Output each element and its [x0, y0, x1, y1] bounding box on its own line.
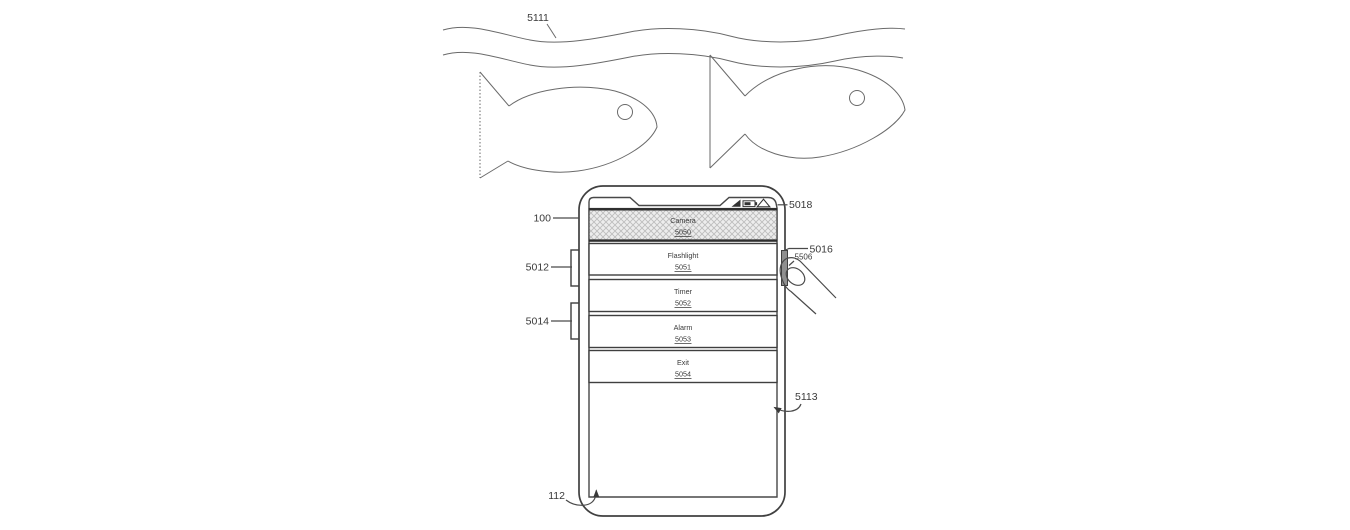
signal-icon — [731, 199, 741, 207]
menu-item-timer-ref: 5052 — [675, 299, 691, 308]
water-label: 5111 — [527, 12, 549, 24]
finger-label: 5506 — [795, 253, 813, 262]
fish-left-eye — [617, 104, 633, 120]
fish-right — [709, 54, 906, 169]
status-bar-label: 5018 — [789, 199, 813, 211]
side-button-lower-label: 5014 — [526, 316, 550, 328]
fish-left-tail-bottom — [479, 160, 509, 179]
menu-item-timer-box — [588, 278, 778, 313]
menu-item-alarm-label: Alarm — [674, 323, 693, 332]
side-button-upper-label: 5012 — [526, 262, 550, 274]
menu-item-exit: Exit 5054 — [588, 349, 778, 384]
right-button-leader — [784, 247, 808, 252]
menu-item-exit-box — [588, 349, 778, 384]
menu-item-flashlight-label: Flashlight — [668, 251, 699, 260]
menu-item-flashlight-ref: 5051 — [675, 263, 691, 272]
menu-item-timer: Timer 5052 — [588, 278, 778, 313]
alert-triangle-icon — [756, 198, 771, 208]
fish-right-body — [744, 65, 906, 159]
touchscreen-arrow — [773, 403, 802, 414]
menu-item-camera-ref: 5050 — [675, 228, 691, 237]
device-label: 100 — [533, 213, 551, 225]
touchscreen-label: 5113 — [795, 391, 818, 403]
fish-right-eye — [849, 90, 865, 106]
fingernail — [785, 267, 806, 286]
fish-left — [479, 71, 658, 179]
water-leader-line — [546, 23, 557, 39]
menu-item-exit-label: Exit — [677, 358, 689, 367]
fish-right-tail-top — [709, 54, 746, 97]
finger-outline-upper — [786, 257, 837, 299]
battery-level — [744, 202, 751, 206]
status-bar — [731, 198, 771, 208]
water-surface: 5111 — [442, 12, 906, 68]
menu-item-camera-label: Camera — [670, 216, 696, 225]
fish-left-body — [507, 86, 658, 173]
reference-labels: 100 5012 5014 5018 5016 5506 5113 112 — [526, 199, 834, 506]
display-arrow — [565, 489, 600, 506]
menu-item-flashlight-box — [588, 242, 778, 276]
menu-item-alarm-ref: 5053 — [675, 335, 691, 344]
battery-icon — [742, 200, 756, 208]
water-wave-bottom — [442, 51, 904, 68]
menu-item-timer-label: Timer — [674, 287, 693, 296]
finger-leader — [788, 260, 795, 266]
finger — [779, 257, 837, 315]
phone-device: Camera 5050 Flashlight 5051 Timer 5052 A… — [570, 185, 788, 517]
menu-item-alarm-box — [588, 314, 778, 349]
menu-item-flashlight: Flashlight 5051 — [588, 242, 778, 276]
fish-left-tail-top — [479, 71, 510, 107]
menu-item-camera: Camera 5050 — [588, 207, 778, 242]
water-wave-top — [442, 26, 906, 43]
battery-terminal — [755, 202, 758, 206]
fish-right-tail-bottom — [709, 133, 746, 169]
finger-outline-lower — [779, 257, 817, 315]
right-button-label: 5016 — [810, 244, 834, 256]
display-label: 112 — [548, 490, 565, 502]
menu-item-alarm: Alarm 5053 — [588, 314, 778, 349]
menu-item-exit-ref: 5054 — [675, 370, 691, 379]
